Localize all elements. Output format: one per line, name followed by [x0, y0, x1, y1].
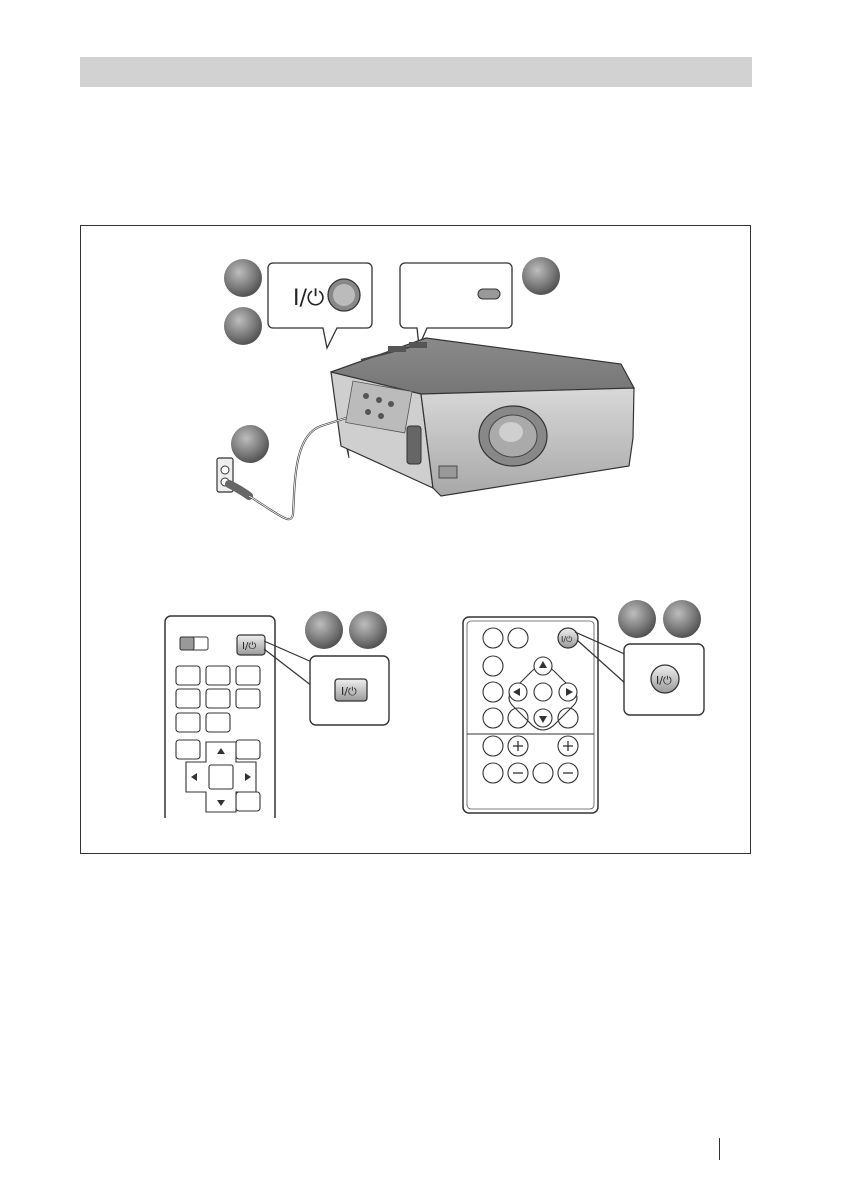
- step-marker: [305, 611, 343, 649]
- setup-illustration: I/⏻: [80, 225, 751, 854]
- footer-rule: [719, 1138, 720, 1160]
- remote-control-icon: I/⏻: [165, 616, 275, 818]
- power-symbol-label: I/⏻: [293, 286, 324, 311]
- step-marker: [231, 425, 269, 463]
- remote-right-power-label: I/⏻: [561, 635, 573, 644]
- step-marker: [224, 307, 262, 345]
- remote-power-callout-left: I/⏻: [264, 641, 389, 725]
- remote-left-callout-power-label: I/⏻: [341, 685, 357, 698]
- step-marker: [349, 611, 387, 649]
- step-marker: [224, 259, 262, 297]
- indicator-callout: [400, 263, 512, 346]
- remote-right-callout-power-label: I/⏻: [656, 674, 672, 687]
- section-header-bar: [80, 57, 752, 87]
- remote-control-icon: I/⏻: [463, 617, 598, 813]
- projector-icon: [331, 338, 634, 496]
- power-key-callout: I/⏻: [268, 263, 372, 348]
- step-marker: [663, 600, 701, 638]
- power-button-icon: [328, 279, 360, 311]
- remote-left-power-label: I/⏻: [242, 641, 256, 652]
- indicator-lamp-icon: [478, 289, 500, 299]
- step-marker: [522, 257, 560, 295]
- step-marker: [618, 600, 656, 638]
